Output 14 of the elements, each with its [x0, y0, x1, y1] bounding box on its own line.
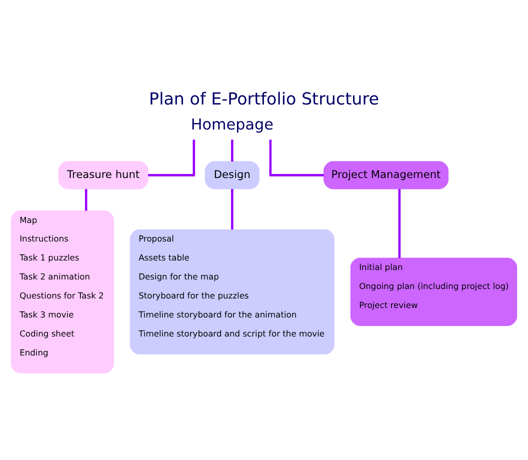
node-box: Design: [204, 160, 260, 189]
node-box: Project Management: [323, 160, 449, 189]
connector: [269, 139, 324, 176]
node-text: Homepage: [190, 115, 274, 134]
node-box: Treasure hunt: [58, 160, 148, 189]
connector: [231, 139, 234, 162]
diagram-title: Plan of E-Portfolio Structure: [149, 88, 379, 108]
connector: [84, 188, 88, 210]
node-box: Map Instructions Task 1 puzzles Task 2 animation Questions for Task 2 Task 3 movie Coding sheet Ending: [10, 210, 114, 373]
connector: [231, 188, 234, 230]
connector: [148, 139, 196, 176]
connector: [398, 188, 401, 258]
node-box: Proposal Assets table Design for the map Storyboard for the puzzles Timeline storyboard for the animation Timeline storyboard and script for the movie: [130, 228, 334, 354]
node-box: Initial plan Ongoing plan (including project log) Project review: [350, 257, 518, 326]
